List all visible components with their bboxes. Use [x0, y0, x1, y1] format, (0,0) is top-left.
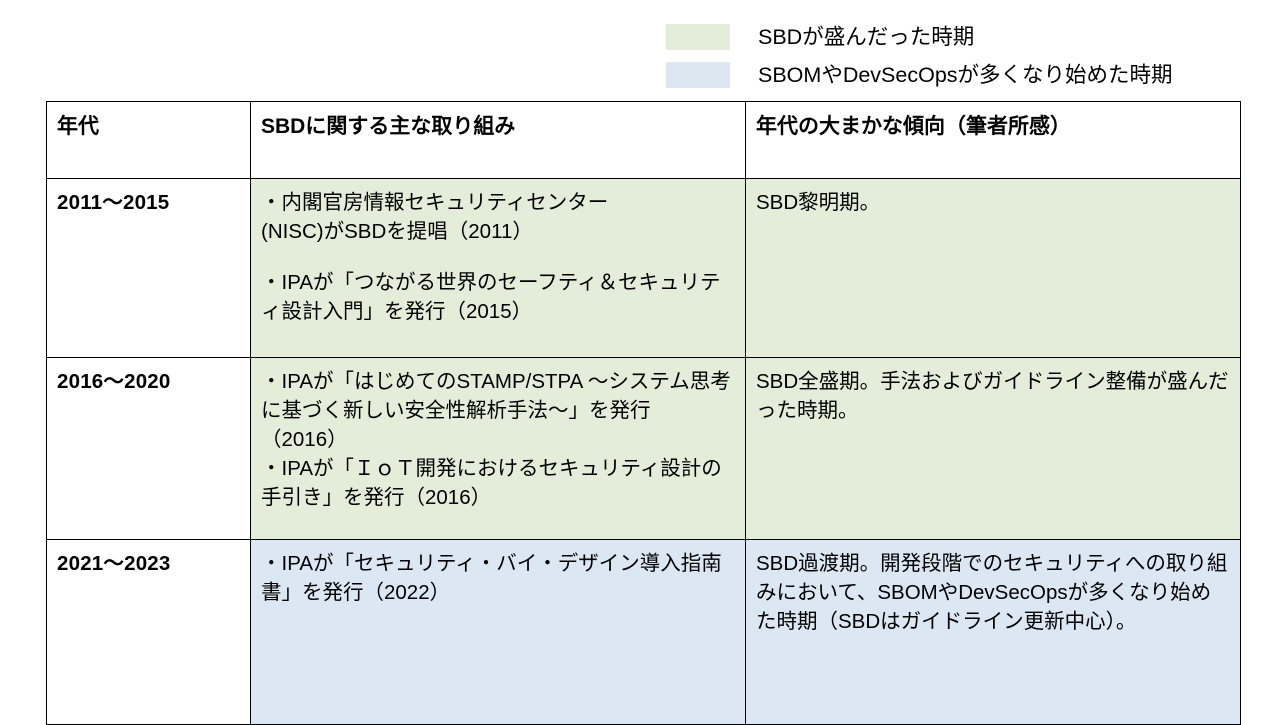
legend-label-green: SBDが盛んだった時期	[758, 25, 975, 49]
legend-swatch-blue	[666, 62, 730, 88]
table-row: 2021〜2023 ・IPAが「セキュリティ・バイ・デザイン導入指南書」を発行（…	[46, 539, 1241, 725]
cell-era: 2011〜2015	[46, 178, 251, 358]
cell-trend-paragraph: SBD過渡期。開発段階でのセキュリティへの取り組みにおいて、SBOMやDevSe…	[756, 552, 1228, 634]
cell-efforts-paragraph: ・IPAが「はじめてのSTAMP/STPA 〜システム思考に基づく新しい安全性解…	[261, 370, 731, 510]
cell-trend-paragraph: SBD全盛期。手法およびガイドライン整備が盛んだった時期。	[756, 370, 1229, 423]
table-row: 2016〜2020 ・IPAが「はじめてのSTAMP/STPA 〜システム思考に…	[46, 357, 1241, 540]
column-header-era: 年代	[46, 101, 251, 179]
cell-trend-paragraph: SBD黎明期。	[756, 191, 881, 214]
legend-item-green: SBDが盛んだった時期	[666, 18, 1266, 56]
cell-efforts: ・IPAが「はじめてのSTAMP/STPA 〜システム思考に基づく新しい安全性解…	[250, 357, 746, 540]
cell-efforts-paragraph: ・IPAが「セキュリティ・バイ・デザイン導入指南書」を発行（2022）	[261, 552, 722, 605]
cell-efforts: ・IPAが「セキュリティ・バイ・デザイン導入指南書」を発行（2022）	[250, 539, 746, 725]
cell-era: 2016〜2020	[46, 357, 251, 540]
cell-efforts-paragraph: ・IPAが「つながる世界のセーフティ＆セキュリティ設計入門」を発行（2015）	[261, 271, 721, 324]
column-header-trend: 年代の大まかな傾向（筆者所感）	[745, 101, 1241, 179]
legend-swatch-green	[666, 24, 730, 50]
cell-efforts-paragraph: ・内閣官房情報セキュリティセンター (NISC)がSBDを提唱（2011）	[261, 191, 609, 244]
table-row: 2011〜2015 ・内閣官房情報セキュリティセンター (NISC)がSBDを提…	[46, 178, 1241, 358]
legend: SBDが盛んだった時期 SBOMやDevSecOpsが多くなり始めた時期	[666, 18, 1266, 94]
legend-label-blue: SBOMやDevSecOpsが多くなり始めた時期	[758, 63, 1173, 87]
cell-trend: SBD全盛期。手法およびガイドライン整備が盛んだった時期。	[745, 357, 1241, 540]
column-header-efforts: SBDに関する主な取り組み	[250, 101, 746, 179]
cell-trend: SBD過渡期。開発段階でのセキュリティへの取り組みにおいて、SBOMやDevSe…	[745, 539, 1241, 725]
table-header-row: 年代 SBDに関する主な取り組み 年代の大まかな傾向（筆者所感）	[46, 101, 1241, 179]
cell-efforts: ・内閣官房情報セキュリティセンター (NISC)がSBDを提唱（2011） ・I…	[250, 178, 746, 358]
cell-era: 2021〜2023	[46, 539, 251, 725]
cell-trend: SBD黎明期。	[745, 178, 1241, 358]
sbd-timeline-table: 年代 SBDに関する主な取り組み 年代の大まかな傾向（筆者所感） 2011〜20…	[46, 101, 1241, 725]
legend-item-blue: SBOMやDevSecOpsが多くなり始めた時期	[666, 56, 1266, 94]
paragraph-spacer	[261, 246, 735, 268]
